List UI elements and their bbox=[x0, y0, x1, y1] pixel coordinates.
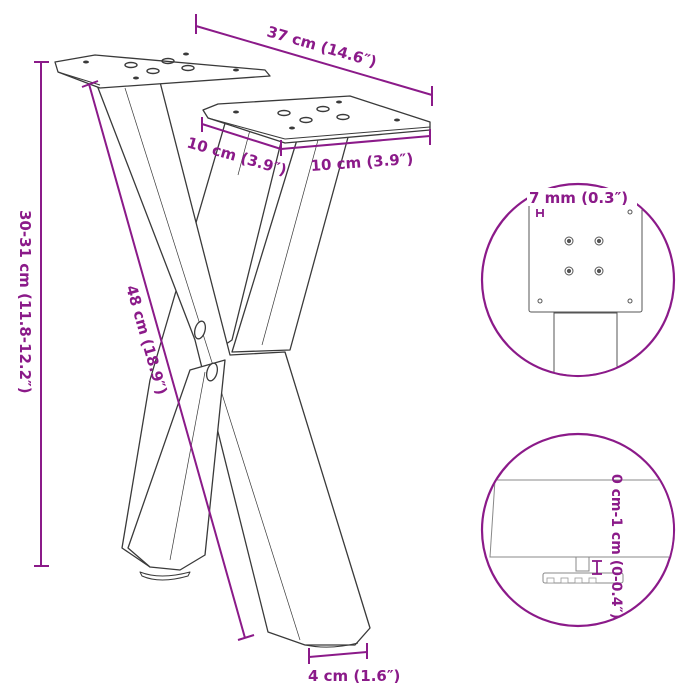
foot-adjustment-label: 0 cm-1 cm (0-0.4″) bbox=[608, 474, 624, 619]
plate-thickness-label: 7 mm (0.3″) bbox=[529, 189, 628, 207]
bolt-hole-lower bbox=[205, 362, 219, 382]
rear-plate-holes bbox=[83, 52, 239, 80]
foot-width-label: 4 cm (1.6″) bbox=[308, 667, 400, 685]
front-plate-holes bbox=[233, 100, 400, 130]
plate-face bbox=[528, 198, 643, 313]
x-leg-drawing bbox=[54, 52, 431, 648]
leveler-stem bbox=[575, 556, 590, 572]
leg-shaft bbox=[553, 312, 618, 375]
mounting-bolts bbox=[564, 236, 604, 276]
leveling-foot-detail: 0 cm-1 cm (0-0.4″) bbox=[480, 432, 676, 628]
foot-body bbox=[489, 479, 673, 558]
adjustment-marker bbox=[592, 560, 602, 575]
plate-width-line bbox=[280, 135, 431, 150]
front-leg-bar bbox=[94, 79, 371, 646]
height-label: 30-31 cm (11.8-12.2″) bbox=[16, 210, 34, 394]
bolt-hole-upper bbox=[193, 320, 207, 340]
diagonal-length-line bbox=[88, 83, 246, 639]
dimension-lines bbox=[34, 14, 433, 664]
foot-width-line bbox=[308, 651, 368, 658]
left-foot-leveler bbox=[139, 571, 191, 581]
mounting-plate-detail: 7 mm (0.3″) bbox=[480, 182, 676, 378]
top-width-line bbox=[195, 25, 433, 96]
lower-left-arm bbox=[127, 359, 226, 571]
plate-depth-line bbox=[201, 123, 282, 150]
right-foot-base bbox=[304, 642, 359, 648]
thickness-marker bbox=[536, 209, 544, 217]
